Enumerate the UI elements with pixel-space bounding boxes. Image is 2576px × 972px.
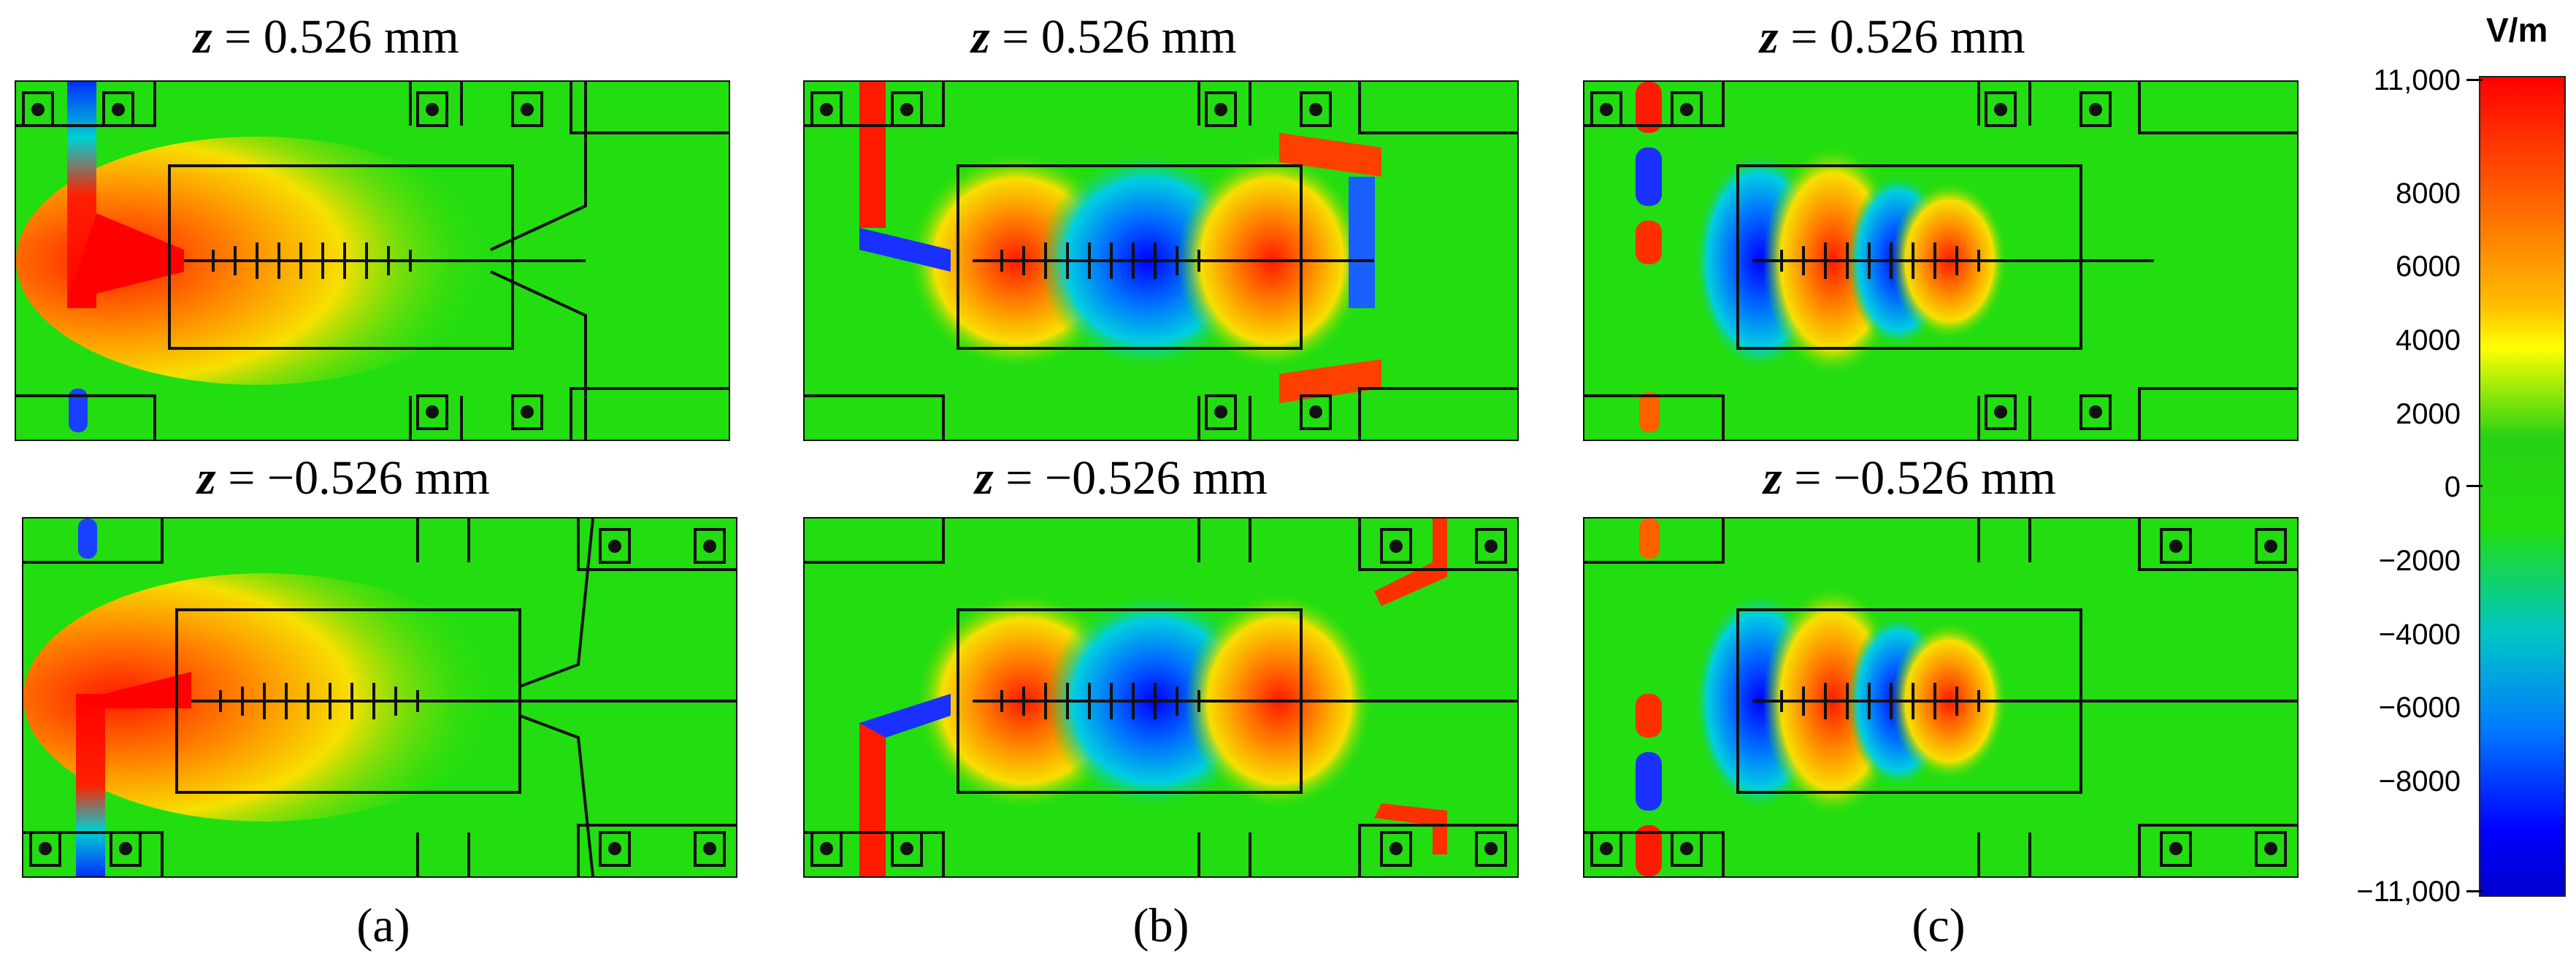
colorbar-tick-label: 8000	[2396, 177, 2461, 210]
caption-a: (a)	[356, 899, 410, 952]
colorbar-tick-mark	[2466, 485, 2483, 487]
colorbar-tick-mark	[2466, 890, 2483, 892]
colorbar-tick-label: 4000	[2396, 324, 2461, 356]
field-map-c-bottom-graphic	[1584, 518, 2297, 876]
field-map-c-bottom	[1583, 517, 2299, 878]
title-b-top: z = 0.526 mm	[971, 10, 1237, 64]
colorbar-tick-label: −2000	[2378, 545, 2461, 577]
field-map-b-top	[803, 80, 1519, 441]
caption-b: (b)	[1132, 899, 1189, 952]
field-map-c-top	[1583, 80, 2299, 441]
field-map-b-bottom	[803, 517, 1519, 878]
field-map-b-top-graphic	[805, 82, 1517, 440]
title-a-bottom: z = −0.526 mm	[197, 451, 490, 505]
colorbar-tick-label: −4000	[2378, 619, 2461, 651]
title-c-bottom: z = −0.526 mm	[1763, 451, 2056, 505]
field-map-a-top	[15, 80, 730, 441]
colorbar-tick-label: −8000	[2378, 765, 2461, 797]
colorbar-tick-label: 2000	[2396, 398, 2461, 430]
colorbar-tick-label: 6000	[2396, 250, 2461, 283]
colorbar-tick-label: −11,000	[2356, 876, 2461, 908]
colorbar-tick-mark	[2466, 79, 2483, 81]
field-map-a-top-graphic	[16, 82, 729, 440]
colorbar	[2479, 76, 2566, 897]
title-b-bottom: z = −0.526 mm	[975, 451, 1268, 505]
colorbar-unit: V/m	[2486, 11, 2548, 49]
colorbar-tick-label: 11,000	[2373, 64, 2461, 96]
colorbar-tick-label: −6000	[2378, 692, 2461, 724]
field-map-a-bottom-graphic	[23, 518, 736, 876]
caption-c: (c)	[1912, 899, 1966, 952]
title-c-top: z = 0.526 mm	[1760, 10, 2025, 64]
colorbar-tick-label: 0	[2444, 471, 2461, 503]
field-map-a-bottom	[22, 517, 737, 878]
title-a-top: z = 0.526 mm	[193, 10, 459, 64]
field-map-b-bottom-graphic	[805, 518, 1517, 876]
field-map-c-top-graphic	[1584, 82, 2297, 440]
